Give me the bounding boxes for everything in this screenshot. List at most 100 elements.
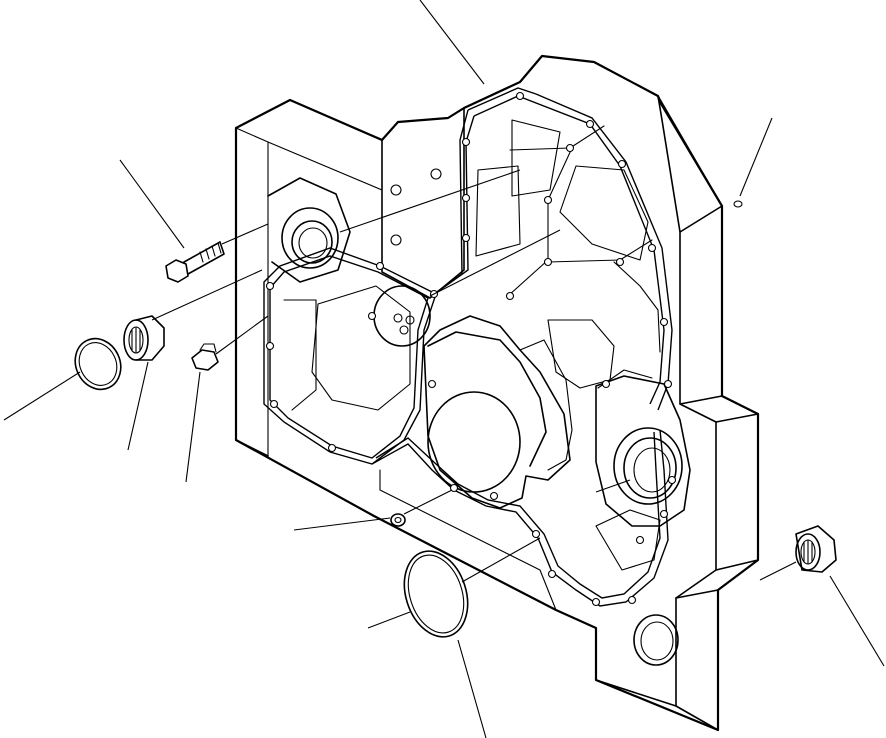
leader-bottom (457, 639, 487, 738)
tab-hole-3 (390, 234, 402, 246)
bolt-hole (565, 143, 575, 153)
bolt-hole (461, 193, 471, 203)
o-ring-small-outer (74, 337, 122, 391)
bolt-hole (449, 483, 459, 493)
cover-front-face (235, 55, 717, 707)
cover-bottom-edge (595, 679, 719, 731)
assembly-line-bearing-right (759, 561, 797, 581)
bolt-hole (489, 491, 499, 501)
nut-outer (390, 513, 406, 527)
leader-left-mid (185, 371, 201, 483)
gear-case-cover (234, 54, 760, 732)
lower-wall (379, 469, 557, 611)
fitting-top (199, 343, 217, 353)
bolt-hole (461, 137, 471, 147)
bolt-hole (615, 257, 625, 267)
bolt-hole (659, 509, 669, 519)
cover-side-edge-5 (715, 559, 759, 571)
upper-left-boss (281, 207, 339, 269)
bolt-hole (663, 379, 673, 389)
center-boss-top (427, 331, 547, 467)
nut-inner (394, 516, 402, 524)
bolt-hole (617, 159, 627, 169)
o-ring-large (403, 550, 469, 638)
bolt-hole (265, 341, 275, 351)
bolt (165, 241, 225, 283)
bolt-hole (269, 399, 279, 409)
bearing-right-face (795, 533, 821, 571)
tab-hole-1 (390, 184, 402, 196)
right-bearing-bore-core (633, 447, 671, 493)
bearing-left-body (135, 315, 165, 361)
center-boss-outline (423, 315, 571, 509)
right-mid-rib (613, 261, 661, 353)
right-mid-cavity (547, 319, 615, 389)
left-compartment-step (283, 299, 317, 411)
o-ring-large-outer (403, 550, 469, 638)
cover-left-edge (235, 127, 269, 457)
center-bore (427, 391, 521, 493)
bolt-hole (543, 257, 553, 267)
bolt-hole (461, 233, 471, 243)
upper-pocket-2 (511, 119, 561, 197)
bearing-right-body (795, 525, 837, 573)
bolt-hole (601, 379, 611, 389)
bolt-hole (591, 597, 601, 607)
fitting (191, 343, 219, 371)
upper-left-boss-rim (267, 177, 351, 283)
callout-leaders (3, 0, 885, 738)
gasket-upper-inner (473, 95, 665, 405)
leader-right-upper (739, 117, 773, 197)
o-ring-small (74, 337, 122, 391)
gasket-left-compartment-inner (269, 255, 429, 459)
gasket-upper (467, 87, 673, 411)
bearing-left-rollers (131, 327, 141, 353)
assembly-line-bolt (221, 223, 269, 245)
plate-hole-1 (393, 313, 403, 323)
assembly-line-nut (403, 489, 453, 515)
bolt-hole (647, 243, 657, 253)
assembly-line-oring (461, 537, 541, 583)
bolt-hole (585, 119, 595, 129)
upper-rib-2 (507, 147, 573, 297)
lower-port-inner (640, 621, 674, 661)
right-bearing-bore (613, 427, 683, 505)
plug-shape (733, 200, 743, 208)
bearing-right-rollers (803, 539, 813, 565)
bolt-hole (375, 261, 385, 271)
bolt-hole (505, 291, 515, 301)
bolt-hole (327, 443, 337, 453)
gasket-left-vertical (433, 109, 469, 295)
leader-left-lower (127, 361, 149, 451)
nut (390, 513, 406, 527)
leader-upper-left (119, 159, 185, 249)
leader-center-left (293, 517, 391, 531)
bolt-hole (659, 317, 669, 327)
upper-left-bore (291, 220, 333, 264)
cover-side-edge-6 (675, 589, 719, 599)
cover-side-edge-1 (657, 95, 723, 207)
plate-hole-2 (405, 315, 415, 325)
bolt-head (165, 259, 189, 283)
bolt-hole (547, 569, 557, 579)
bolt-hole (667, 475, 677, 485)
cover-top-left-edge (235, 127, 383, 191)
o-ring-large-inner (407, 554, 465, 634)
bolt-hole (515, 91, 525, 101)
lower-right-pocket (595, 509, 661, 571)
gasket-left-compartment (263, 247, 437, 465)
bolt-hole (627, 595, 637, 605)
upper-left-bore-inner (298, 227, 328, 259)
cover-side-edge-2 (679, 205, 723, 233)
right-bearing-bore-inner (623, 437, 677, 499)
bolt-hole (265, 281, 275, 291)
plate-hole-3 (399, 325, 409, 335)
assembly-line-mid (429, 229, 561, 297)
assembly-line-bearing (151, 269, 263, 321)
bolt-hole (635, 535, 645, 545)
bolt-thread (199, 242, 222, 263)
lower-port-outer (633, 614, 679, 666)
assembly-line-fitting (215, 315, 269, 355)
assembly-line-right (595, 479, 631, 493)
cover-side-edge-4 (715, 413, 759, 423)
